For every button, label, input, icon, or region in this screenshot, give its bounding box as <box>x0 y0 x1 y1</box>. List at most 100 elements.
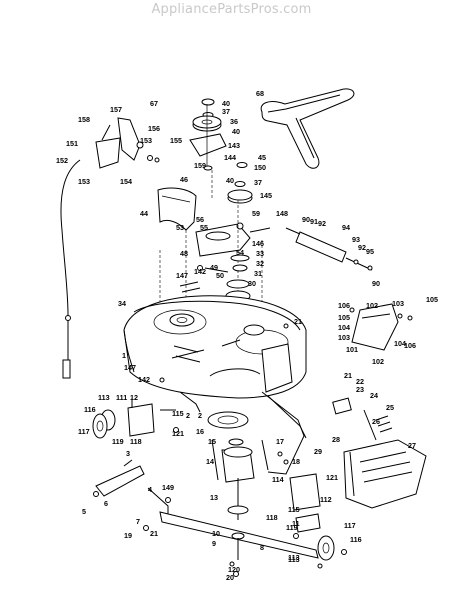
part-callout-113[interactable]: 113 <box>98 393 110 402</box>
mower-deck-housing[interactable] <box>123 295 307 399</box>
deck-lift-lever[interactable] <box>95 117 160 169</box>
part-callout-40[interactable]: 40 <box>226 176 234 185</box>
part-callout-20[interactable]: 20 <box>226 573 234 582</box>
part-callout-15[interactable]: 15 <box>208 437 216 446</box>
part-callout-50[interactable]: 50 <box>216 271 224 280</box>
part-callout-148[interactable]: 148 <box>276 209 288 218</box>
part-callout-44[interactable]: 44 <box>140 209 148 218</box>
part-callout-13[interactable]: 13 <box>210 493 218 502</box>
part-callout-121[interactable]: 121 <box>172 429 184 438</box>
part-callout-28[interactable]: 28 <box>332 435 340 444</box>
part-callout-102[interactable]: 102 <box>366 301 378 310</box>
part-callout-105[interactable]: 105 <box>426 295 438 304</box>
part-callout-143[interactable]: 143 <box>228 141 240 150</box>
lift-cable[interactable] <box>60 159 81 379</box>
part-callout-11[interactable]: 11 <box>292 519 300 528</box>
part-callout-6[interactable]: 6 <box>104 499 108 508</box>
part-callout-19[interactable]: 19 <box>124 531 132 540</box>
part-callout-153[interactable]: 153 <box>78 177 90 186</box>
part-callout-94[interactable]: 94 <box>342 223 350 232</box>
part-callout-95[interactable]: 95 <box>366 247 374 256</box>
part-callout-149[interactable]: 149 <box>162 483 174 492</box>
part-callout-5[interactable]: 5 <box>82 507 86 516</box>
part-callout-54[interactable]: 54 <box>236 248 244 257</box>
part-callout-33[interactable]: 33 <box>256 249 264 258</box>
part-callout-4[interactable]: 4 <box>148 485 152 494</box>
part-callout-8[interactable]: 8 <box>260 543 264 552</box>
part-callout-17[interactable]: 17 <box>276 437 284 446</box>
part-callout-21[interactable]: 21 <box>150 529 158 538</box>
gauge-wheel-left-assembly[interactable] <box>92 398 179 439</box>
part-callout-104[interactable]: 104 <box>338 323 350 332</box>
part-callout-150[interactable]: 150 <box>254 163 266 172</box>
part-callout-116[interactable]: 116 <box>350 535 362 544</box>
part-callout-119[interactable]: 119 <box>112 437 124 446</box>
part-callout-121[interactable]: 121 <box>326 473 338 482</box>
part-callout-101[interactable]: 101 <box>346 345 358 354</box>
part-callout-34[interactable]: 34 <box>118 299 126 308</box>
part-callout-102[interactable]: 102 <box>372 357 384 366</box>
part-callout-145[interactable]: 145 <box>260 191 272 200</box>
part-callout-21[interactable]: 21 <box>344 371 352 380</box>
part-callout-55[interactable]: 55 <box>200 223 208 232</box>
part-callout-23[interactable]: 23 <box>356 385 364 394</box>
part-callout-45[interactable]: 45 <box>258 153 266 162</box>
part-callout-18[interactable]: 18 <box>292 457 300 466</box>
idler-pulley-assembly-top[interactable] <box>189 98 227 171</box>
part-callout-27[interactable]: 27 <box>408 441 416 450</box>
part-callout-120[interactable]: 120 <box>228 565 240 574</box>
part-callout-144[interactable]: 144 <box>224 153 236 162</box>
part-callout-16[interactable]: 16 <box>196 427 204 436</box>
part-callout-49[interactable]: 49 <box>210 263 218 272</box>
part-callout-103[interactable]: 103 <box>338 333 350 342</box>
part-callout-142[interactable]: 142 <box>194 267 206 276</box>
part-callout-48[interactable]: 48 <box>180 249 188 258</box>
part-callout-56[interactable]: 56 <box>196 215 204 224</box>
part-callout-21[interactable]: 21 <box>294 317 302 326</box>
part-callout-1[interactable]: 1 <box>122 351 126 360</box>
part-callout-114[interactable]: 114 <box>272 475 284 484</box>
part-callout-14[interactable]: 14 <box>206 457 214 466</box>
part-callout-93[interactable]: 93 <box>352 235 360 244</box>
part-callout-25[interactable]: 25 <box>386 403 394 412</box>
part-callout-147[interactable]: 147 <box>124 363 136 372</box>
part-callout-154[interactable]: 154 <box>120 177 132 186</box>
part-callout-152[interactable]: 152 <box>56 156 68 165</box>
front-bumper-bracket[interactable] <box>93 459 171 520</box>
front-stabilizer-rod[interactable] <box>179 391 307 475</box>
part-callout-2[interactable]: 2 <box>198 411 202 420</box>
part-callout-155[interactable]: 155 <box>170 136 182 145</box>
part-callout-53[interactable]: 53 <box>176 223 184 232</box>
idler-pulley-assembly-right[interactable] <box>227 162 253 204</box>
part-callout-118[interactable]: 118 <box>266 513 278 522</box>
part-callout-9[interactable]: 9 <box>212 539 216 548</box>
part-callout-142[interactable]: 142 <box>138 375 150 384</box>
part-callout-68[interactable]: 68 <box>256 89 264 98</box>
part-callout-10[interactable]: 10 <box>212 529 220 538</box>
part-callout-117[interactable]: 117 <box>78 427 90 436</box>
part-callout-111[interactable]: 111 <box>116 393 127 402</box>
part-callout-7[interactable]: 7 <box>136 517 140 526</box>
part-callout-67[interactable]: 67 <box>150 99 158 108</box>
part-callout-90[interactable]: 90 <box>372 279 380 288</box>
part-callout-90[interactable]: 90 <box>302 215 310 224</box>
deck-belt[interactable] <box>260 88 355 169</box>
deck-hanger-left[interactable] <box>171 265 205 359</box>
part-callout-117[interactable]: 117 <box>344 521 356 530</box>
part-callout-112[interactable]: 112 <box>320 495 332 504</box>
part-callout-32[interactable]: 32 <box>256 259 264 268</box>
part-callout-153[interactable]: 153 <box>140 136 152 145</box>
belt-guard[interactable] <box>157 187 197 231</box>
part-callout-37[interactable]: 37 <box>254 178 262 187</box>
part-callout-159[interactable]: 159 <box>194 161 206 170</box>
part-callout-105[interactable]: 105 <box>338 313 350 322</box>
part-callout-104[interactable]: 104 <box>394 339 406 348</box>
part-callout-3[interactable]: 3 <box>126 449 130 458</box>
idler-spring-rod[interactable] <box>285 227 373 271</box>
part-callout-30[interactable]: 30 <box>248 279 256 288</box>
discharge-chute[interactable] <box>332 397 427 509</box>
part-callout-40[interactable]: 40 <box>222 99 230 108</box>
part-callout-24[interactable]: 24 <box>370 391 378 400</box>
side-discharge-deflector-bracket[interactable] <box>349 303 413 351</box>
part-callout-31[interactable]: 31 <box>254 269 262 278</box>
